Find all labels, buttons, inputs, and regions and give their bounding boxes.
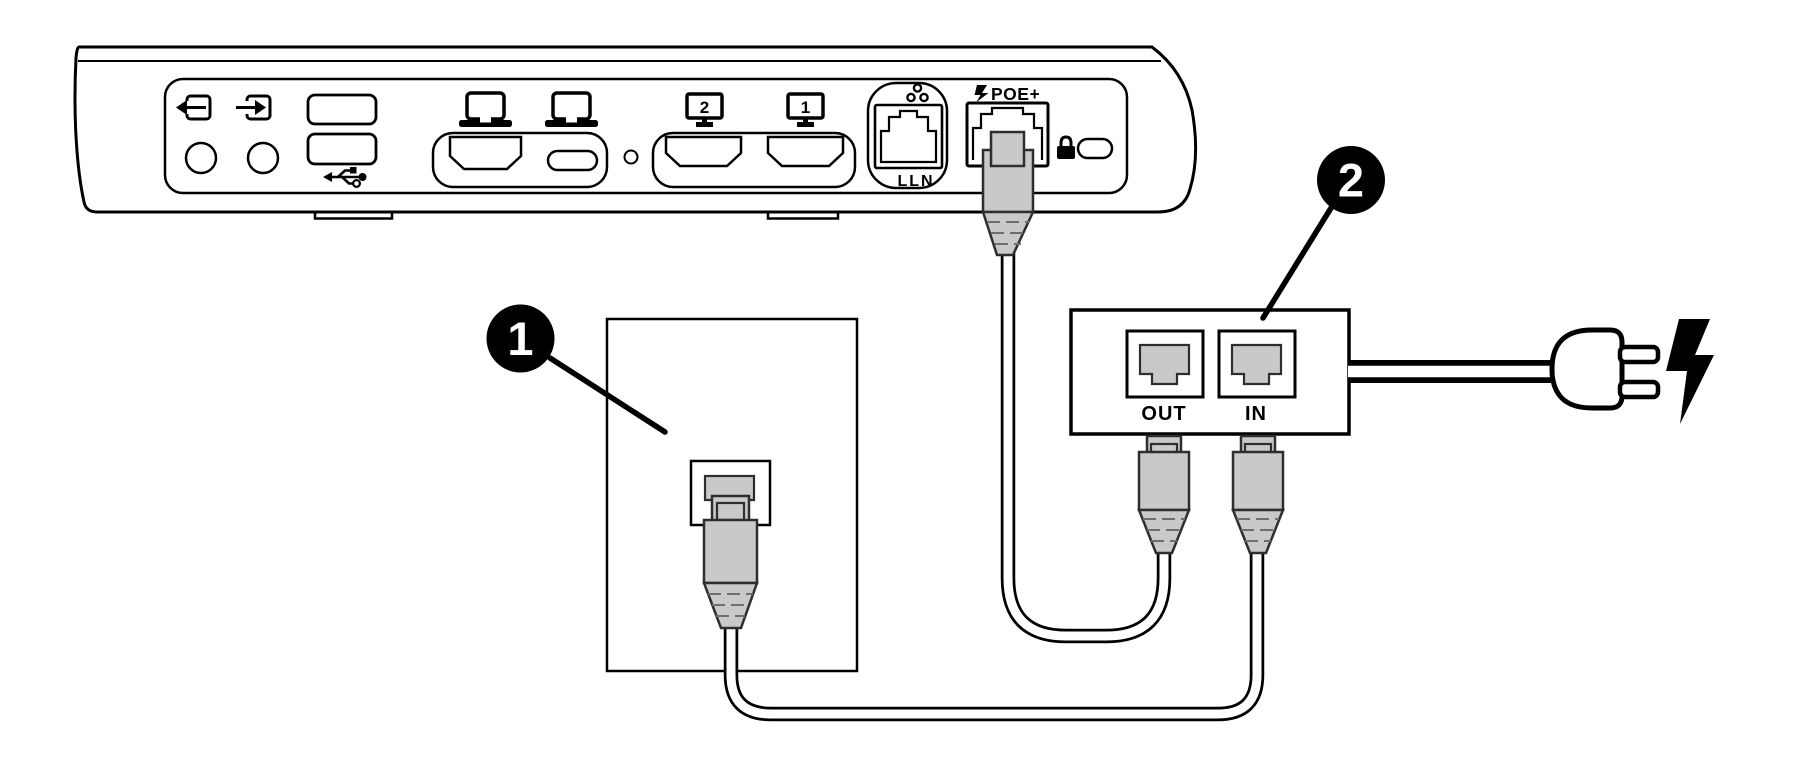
kensington-slot: [1076, 137, 1114, 160]
device-rear-panel: 2 1 LLN: [73, 45, 1198, 220]
injector-out-jack: [1138, 343, 1191, 386]
injector-in-label: IN: [1245, 403, 1267, 425]
hdmi-out-1-port: [766, 135, 845, 168]
laptop-icon: [545, 91, 598, 127]
injector-in-connector: [1231, 434, 1285, 555]
display-output-group: 2 1: [651, 92, 857, 189]
poe-injector: OUT IN: [1069, 308, 1351, 436]
wall-ethernet-connector: [702, 494, 759, 630]
injector-out-label: OUT: [1141, 403, 1186, 425]
callout-1-number: 1: [507, 312, 533, 365]
lan-label: LLN: [897, 173, 934, 190]
lan-rj45-port: [873, 103, 944, 170]
lan-port-group: LLN: [866, 81, 949, 190]
lightning-icon: [1666, 319, 1714, 424]
injector-out-port: [1125, 329, 1205, 399]
callout-1: 1: [486, 304, 668, 435]
poe-rj45-jack-outline: [971, 106, 1044, 160]
callout-2-line: [1260, 205, 1334, 321]
plug-prong: [1617, 379, 1661, 400]
callout-2: 2: [1260, 146, 1385, 321]
usb-port-1: [306, 93, 378, 126]
ethernet-cable-poe-to-out: [1000, 253, 1172, 644]
lan-rj45-jack-outline: [879, 109, 938, 164]
network-icon: [906, 83, 929, 103]
display-1-label: 1: [801, 98, 810, 117]
power-plug-group: [1549, 319, 1714, 424]
audio-line-out-icon: [176, 100, 187, 115]
laptop-icon: [459, 91, 512, 127]
security-slot-group: [1057, 135, 1114, 160]
audio-line-out-group: [176, 94, 218, 175]
injector-box: [1069, 308, 1351, 436]
device-foot-right: [766, 213, 840, 220]
usb-icon: [323, 167, 367, 189]
callout-2-bubble: [1317, 146, 1385, 214]
injector-out-connector: [1137, 434, 1191, 555]
plug-prong: [1617, 344, 1661, 365]
laptop-usbc-port: [546, 149, 599, 172]
reset-pinhole: [623, 149, 639, 165]
display-2-label: 2: [700, 98, 709, 117]
display-1-icon: 1: [786, 92, 825, 127]
laptop-input-group: [431, 91, 609, 189]
callout-2-number: 2: [1338, 154, 1364, 207]
lightning-icon: [974, 85, 989, 102]
device-port-panel: [163, 77, 1129, 195]
injector-in-port: [1217, 329, 1297, 399]
laptop-hdmi-port: [448, 135, 523, 171]
poe-label: POE+: [991, 84, 1040, 104]
device-foot-left: [313, 213, 394, 220]
injector-in-jack: [1230, 343, 1283, 386]
callout-1-line: [547, 355, 668, 435]
callout-1-bubble: [486, 304, 555, 373]
lock-icon: [1057, 146, 1075, 159]
laptop-port-bezel: [431, 131, 609, 189]
audio-out-jack: [184, 141, 218, 175]
hdmi-out-2-port: [664, 135, 743, 168]
lock-icon: [1059, 135, 1073, 147]
lan-port-bezel: [866, 81, 949, 190]
poe-port-group: POE+: [965, 84, 1050, 168]
audio-line-in-group: [236, 94, 280, 175]
poe-port-connector: [981, 130, 1035, 257]
display-2-icon: 2: [685, 92, 724, 127]
usb-ports-group: [306, 93, 378, 189]
audio-line-in-icon: [255, 100, 266, 115]
audio-in-jack: [246, 141, 280, 175]
power-plug-icon: [1549, 327, 1625, 411]
ethernet-cable-wall-to-in: [723, 551, 1265, 722]
display-port-bezel: [651, 131, 857, 189]
usb-port-2: [306, 132, 378, 166]
